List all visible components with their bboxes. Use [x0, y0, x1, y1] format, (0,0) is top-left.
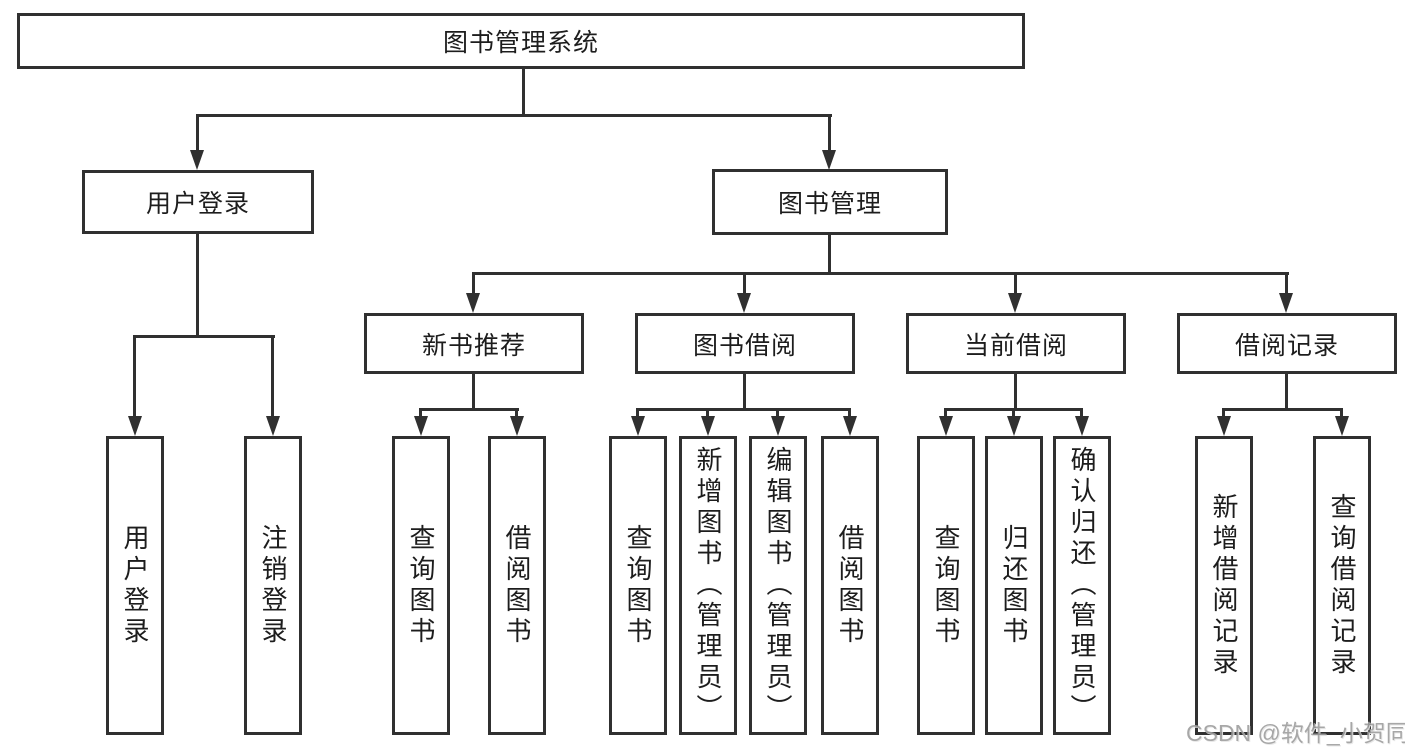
arrowhead-down-icon: [701, 416, 715, 436]
arrowhead-down-icon: [190, 150, 204, 170]
leaf-borrow-books-1: 借阅图书: [488, 436, 546, 735]
leaf-borrow-books-2: 借阅图书: [821, 436, 879, 735]
node-label: 新书推荐: [421, 331, 526, 360]
connector-bookborrow-trunk: [743, 374, 746, 410]
connector-stub-current-borrow: [1014, 272, 1017, 296]
node-label: 用户登录: [145, 190, 250, 218]
node-label: 图书借阅: [692, 331, 797, 360]
connector-stub-leaf: [636, 408, 639, 420]
arrowhead-down-icon: [1335, 416, 1349, 436]
arrowhead-down-icon: [822, 150, 836, 170]
csdn-watermark: CSDN @软件_小贺同学: [1186, 720, 1405, 746]
node-label: 查询图书: [406, 523, 436, 648]
connector-newbooks-trunk: [472, 374, 475, 410]
connector-stub-new-books: [472, 272, 475, 296]
arrowhead-down-icon: [414, 416, 428, 436]
node-label: 编辑图书（管理员）: [763, 446, 793, 725]
connector-stub-leaf: [944, 408, 947, 420]
node-book-borrowing: 图书借阅: [635, 313, 855, 374]
connector-userlogin-trunk: [196, 233, 199, 337]
arrowhead-down-icon: [1008, 293, 1022, 313]
arrowhead-down-icon: [737, 293, 751, 313]
arrowhead-down-icon: [266, 416, 280, 436]
connector-stub-leaf: [1222, 408, 1225, 420]
connector-bookmgmt-rail: [472, 272, 1289, 275]
node-current-borrowing: 当前借阅: [906, 313, 1126, 374]
connector-bookborrow-rail: [636, 408, 851, 411]
connector-stub-borrow-records: [1285, 272, 1288, 296]
arrowhead-down-icon: [1217, 416, 1231, 436]
connector-root-rail: [196, 114, 832, 117]
node-user-login: 用户登录: [82, 170, 314, 234]
node-label: 新增图书（管理员）: [693, 446, 723, 725]
node-new-book-recommend: 新书推荐: [364, 313, 584, 374]
leaf-logout: 注销登录: [244, 436, 302, 735]
arrowhead-down-icon: [631, 416, 645, 436]
connector-borrowrecords-rail: [1222, 408, 1343, 411]
connector-stub-leaf: [1012, 408, 1015, 420]
connector-stub-leaf: [419, 408, 422, 420]
node-label: 图书管理系统: [442, 29, 599, 57]
node-label: 归还图书: [999, 523, 1029, 648]
node-label: 借阅图书: [835, 523, 865, 648]
arrowhead-down-icon: [466, 293, 480, 313]
node-label: 新增借阅记录: [1209, 492, 1239, 679]
arrowhead-down-icon: [771, 416, 785, 436]
node-label: 借阅图书: [502, 523, 532, 648]
leaf-query-books-3: 查询图书: [917, 436, 975, 735]
connector-borrowrecords-trunk: [1285, 374, 1288, 410]
leaf-add-books-admin: 新增图书（管理员）: [679, 436, 737, 735]
arrowhead-down-icon: [510, 416, 524, 436]
connector-stub-logout-leaf: [271, 335, 274, 418]
leaf-query-books-2: 查询图书: [609, 436, 667, 735]
arrowhead-down-icon: [843, 416, 857, 436]
node-label: 查询图书: [623, 523, 653, 648]
connector-userlogin-rail: [133, 335, 275, 338]
leaf-query-books-1: 查询图书: [392, 436, 450, 735]
node-label: 用户登录: [120, 523, 150, 648]
connector-newbooks-rail: [419, 408, 519, 411]
node-label: 注销登录: [258, 523, 288, 648]
arrowhead-down-icon: [939, 416, 953, 436]
node-label: 确认归还（管理员）: [1067, 446, 1097, 725]
connector-bookmgmt-trunk: [828, 235, 831, 275]
connector-root-trunk: [522, 69, 525, 114]
node-label: 查询图书: [931, 523, 961, 648]
node-label: 查询借阅记录: [1327, 492, 1357, 679]
arrowhead-down-icon: [128, 416, 142, 436]
connector-stub-leaf: [848, 408, 851, 420]
node-label: 借阅记录: [1234, 331, 1339, 360]
connector-stub-login-leaf: [133, 335, 136, 418]
leaf-user-login: 用户登录: [106, 436, 164, 735]
leaf-edit-books-admin: 编辑图书（管理员）: [749, 436, 807, 735]
connector-stub-user-login: [196, 114, 199, 154]
connector-stub-leaf: [1340, 408, 1343, 420]
connector-stub-leaf: [706, 408, 709, 420]
arrowhead-down-icon: [1279, 293, 1293, 313]
connector-stub-leaf: [515, 408, 518, 420]
connector-stub-leaf: [776, 408, 779, 420]
node-borrow-records: 借阅记录: [1177, 313, 1397, 374]
connector-currentborrow-trunk: [1014, 374, 1017, 410]
leaf-query-borrow-record: 查询借阅记录: [1313, 436, 1371, 735]
node-label: 图书管理: [777, 190, 882, 218]
connector-stub-leaf: [1080, 408, 1083, 420]
leaf-add-borrow-record: 新增借阅记录: [1195, 436, 1253, 735]
node-book-management: 图书管理: [712, 169, 948, 235]
leaf-return-books: 归还图书: [985, 436, 1043, 735]
leaf-confirm-return-admin: 确认归还（管理员）: [1053, 436, 1111, 735]
connector-stub-book-mgmt: [828, 114, 831, 154]
arrowhead-down-icon: [1075, 416, 1089, 436]
node-label: 当前借阅: [963, 331, 1068, 360]
connector-stub-book-borrow: [743, 272, 746, 296]
arrowhead-down-icon: [1007, 416, 1021, 436]
node-library-system: 图书管理系统: [17, 13, 1025, 69]
